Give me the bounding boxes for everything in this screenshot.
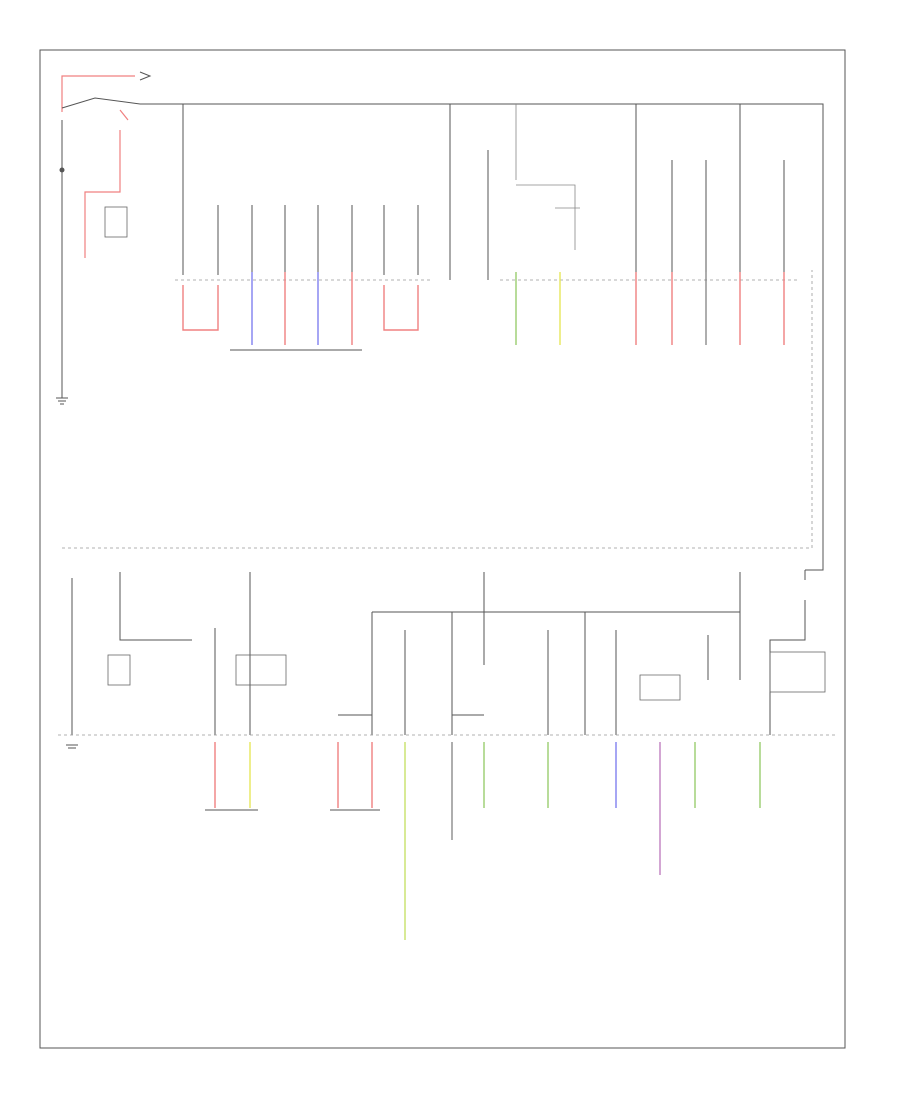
lower-module-mid — [639, 674, 681, 701]
upper-feed-9 — [449, 104, 489, 280]
inner-box-bottom — [62, 270, 813, 549]
red-feed-wire-mid — [84, 109, 129, 258]
lower-module-right — [769, 651, 826, 693]
ground-symbol-top — [56, 397, 68, 405]
lower-relay-box — [235, 654, 287, 686]
lower-feed-8 — [769, 600, 806, 735]
lower-feed-7 — [707, 572, 741, 680]
lower-feed-5 — [371, 612, 453, 735]
red-feed-wire-top — [61, 75, 135, 112]
lower-feed-2 — [119, 572, 192, 641]
fuse-module-box — [104, 206, 128, 238]
main-top-bus — [140, 103, 824, 571]
wire-red-loop-1 — [182, 285, 219, 331]
relay-feed — [515, 104, 580, 250]
switch-symbol — [61, 97, 141, 109]
lower-feed-3 — [214, 572, 251, 735]
wire-red-loop-2 — [383, 285, 419, 331]
battery-node — [59, 167, 65, 173]
lower-module-1 — [107, 654, 131, 686]
ground-symbol-lower — [66, 744, 78, 749]
battery-arrow — [139, 71, 152, 81]
lower-feed-6 — [547, 612, 617, 735]
diagram-border — [39, 49, 846, 1049]
